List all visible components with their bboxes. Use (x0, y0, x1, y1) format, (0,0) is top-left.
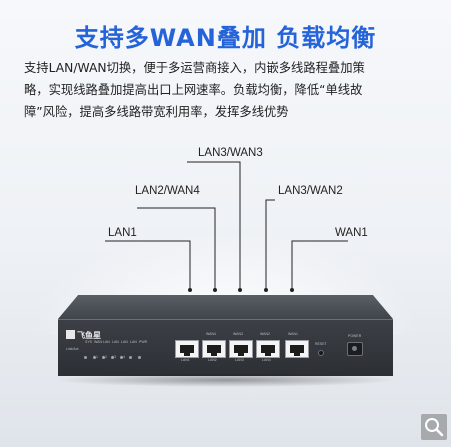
label-lan2-wan4: LAN2/WAN4 (135, 185, 200, 197)
power-jack (347, 342, 363, 356)
port-top-label-1: WAN4 (206, 332, 216, 336)
led-label-lan-d: LAN (130, 340, 137, 344)
port-top-label-3: WAN2 (260, 332, 270, 336)
led-lan4 (129, 356, 132, 359)
power-label: POWER (348, 334, 362, 338)
led-label-lan-c: LAN (121, 340, 128, 344)
port-bottom-label-3: LAN3 (235, 358, 244, 362)
ethernet-port-4 (256, 340, 280, 358)
reset-button (318, 350, 324, 356)
description-line-3: 障”风险，提高多线路带宽利用率，发挥多线优势 (24, 105, 289, 119)
router-shadow (52, 373, 399, 387)
led-wan (93, 356, 96, 359)
magnifier-icon (425, 418, 444, 437)
status-leds (84, 346, 147, 364)
led-caption: Link/Act (66, 347, 79, 351)
led-label-pwr: PWR (139, 340, 148, 344)
description-line-2: 略，实现线路叠加提高出口上网速率。负载均衡，降低“单线故 (24, 83, 363, 97)
brand-mark-icon (66, 330, 75, 339)
led-lan3 (120, 356, 123, 359)
led-lan2 (111, 356, 114, 359)
led-label-lan-b: LAN (112, 340, 119, 344)
ethernet-port-5 (285, 340, 309, 358)
led-pwr (138, 356, 141, 359)
ethernet-port-2 (202, 340, 226, 358)
zoom-button[interactable] (421, 414, 447, 440)
port-top-label-4: WAN1 (288, 332, 298, 336)
ethernet-port-3 (229, 340, 253, 358)
led-lan1 (102, 356, 105, 359)
ethernet-ports: LAN1 LAN2 LAN3 LAN4 (173, 338, 313, 366)
headline: 支持多WAN叠加 负载均衡 (74, 24, 377, 52)
brand-logo: 飞鱼星 (66, 330, 101, 341)
led-sys (84, 356, 87, 359)
led-number-4: L4 (121, 355, 125, 359)
label-lan3-wan2: LAN3/WAN2 (278, 185, 343, 197)
router-top-surface (58, 295, 393, 319)
led-label-sys: SYS (85, 340, 93, 344)
led-number-2: L2 (103, 355, 107, 359)
port-bottom-label-4: LAN4 (262, 358, 271, 362)
description-line-1: 支持LAN/WAN切换，便于多运营商接入，内嵌多线路程叠加策 (24, 61, 365, 75)
label-wan1: WAN1 (335, 227, 368, 239)
ethernet-port-1 (175, 340, 199, 358)
reset-label: RESET (315, 342, 327, 346)
led-number-1: L1 (94, 355, 98, 359)
label-lan1: LAN1 (108, 227, 137, 239)
port-top-label-2: WAN3 (233, 332, 243, 336)
port-bottom-label-1: LAN1 (181, 358, 190, 362)
description: 支持LAN/WAN切换，便于多运营商接入，内嵌多线路程叠加策 略，实现线路叠加提… (24, 57, 428, 123)
label-lan3-wan3: LAN3/WAN3 (198, 147, 263, 159)
router-front-panel: 飞鱼星 Link/Act SYS WAN LAN LAN LAN LAN PWR… (58, 319, 393, 376)
led-label-lan-a: LAN (103, 340, 110, 344)
led-number-3: L3 (112, 355, 116, 359)
led-label-wan: WAN (94, 340, 103, 344)
brand-name: 飞鱼星 (77, 331, 101, 340)
port-bottom-label-2: LAN2 (208, 358, 217, 362)
